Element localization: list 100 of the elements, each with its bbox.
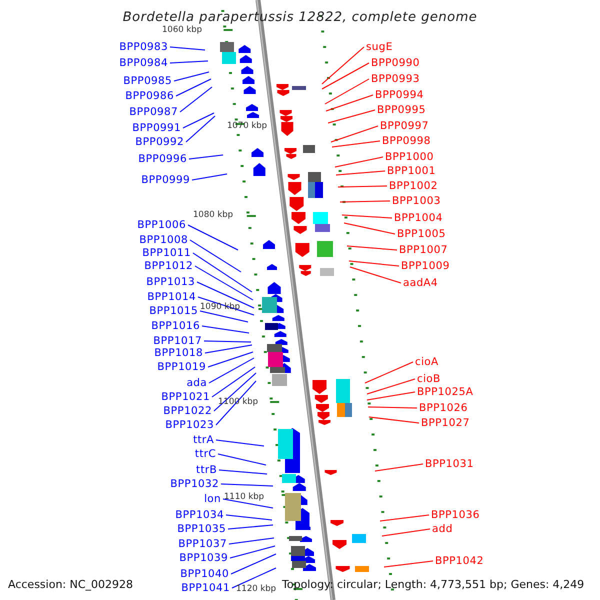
gene-label: BPP1027 [421, 417, 470, 429]
leader-line [226, 514, 272, 520]
leader-line [380, 514, 430, 522]
gene-label: aadA4 [403, 277, 438, 289]
leader-line [170, 60, 208, 64]
leader-line [322, 62, 370, 90]
gene-label: BPP1025A [417, 386, 474, 398]
leader-line [182, 112, 214, 128]
gene-label: BPP0986 [125, 90, 174, 102]
gene-label: BPP1002 [389, 180, 438, 192]
gene-label: BPP1039 [179, 552, 228, 564]
scale-label: 1120 kbp [236, 584, 276, 594]
gene-label: cioB [417, 373, 441, 385]
gene-label: BPP1032 [170, 478, 219, 490]
leader-line [350, 266, 402, 284]
gene-label: BPP1041 [181, 582, 230, 594]
title: Bordetella parapertussis 12822, complete genome [122, 10, 478, 25]
gene-label: BPP1016 [151, 320, 200, 332]
leader-line [186, 116, 216, 142]
leader-line [364, 362, 414, 384]
gene-label: BPP0983 [119, 41, 168, 53]
leader-line [368, 416, 420, 424]
gene-label: BPP0987 [129, 106, 178, 118]
leader-line [194, 266, 254, 300]
leader-line [192, 252, 252, 292]
gene-label: BPP1007 [399, 244, 448, 256]
gene-label: BPP1031 [425, 458, 474, 470]
gene-label: BPP1034 [175, 509, 224, 521]
leader-line [190, 240, 242, 272]
leader-line [218, 470, 268, 474]
scale-label: 1110 kbp [224, 492, 264, 502]
gene-label: BPP1008 [139, 234, 188, 246]
leader-line [334, 156, 384, 168]
leader-line [188, 224, 238, 250]
gene-label: BPP1015 [149, 305, 198, 317]
gene-label: BPP1018 [154, 347, 203, 359]
gene-label: BPP1036 [431, 509, 480, 521]
gene-label: BPP1026 [419, 402, 468, 414]
gene-label: BPP1003 [392, 195, 441, 207]
leader-line [222, 498, 274, 508]
gene-label: BPP1023 [165, 419, 214, 431]
leader-line [216, 440, 264, 446]
gene-label: BPP0992 [135, 136, 184, 148]
gene-label: BPP0996 [138, 153, 187, 165]
gene-label: BPP1035 [177, 523, 226, 535]
leader-line [330, 126, 378, 142]
footer-text: Topology: circular; Length: 4,773,551 bp; Genes: 4,249 [282, 578, 584, 591]
gene-label: BPP1040 [180, 568, 229, 580]
gene-label: add [432, 523, 453, 535]
leader-line [324, 78, 370, 104]
leader-line [204, 340, 252, 342]
scale-label: 1070 kbp [227, 121, 268, 131]
gene-label: BPP1012 [144, 260, 193, 272]
gene-label: sugE [366, 41, 393, 53]
leader-line [342, 214, 392, 218]
gene-label: BPP0993 [371, 73, 420, 85]
leader-line [216, 380, 256, 426]
leader-line [228, 538, 274, 544]
scale-label: 1080 kbp [193, 210, 234, 220]
gene-label: BPP1042 [435, 555, 484, 567]
leader-line [192, 174, 228, 180]
gene-label: BPP1017 [153, 335, 202, 347]
leader-line [344, 222, 396, 234]
leader-line [322, 46, 364, 84]
leader-line [208, 352, 254, 368]
footer-text: Accession: NC_002928 [8, 578, 134, 591]
gene-label: BPP0994 [375, 89, 424, 101]
leader-line [368, 406, 418, 408]
leader-line [204, 344, 252, 354]
leader-line [230, 554, 276, 574]
gene-label: BPP0998 [382, 135, 431, 147]
leader-line [174, 72, 210, 82]
gene-label: BPP1006 [137, 219, 186, 231]
gene-label: BPP1009 [401, 260, 450, 272]
leader-line [208, 358, 254, 384]
gene-label: BPP0985 [123, 75, 172, 87]
leader-line [332, 140, 380, 148]
gene-label: BPP0991 [132, 122, 181, 134]
leader-line [326, 94, 374, 112]
gene-label: ttrB [196, 464, 217, 476]
leader-line [232, 568, 276, 588]
leader-line [212, 366, 256, 398]
scale-label: 1060 kbp [162, 25, 202, 35]
gene-label: BPP0995 [377, 104, 426, 116]
leader-line [340, 200, 390, 202]
gene-label: BPP1021 [161, 391, 210, 403]
gene-label: BPP0984 [119, 57, 168, 69]
leader-line [200, 310, 248, 322]
gene-label: ttrA [193, 434, 214, 446]
leader-line [202, 326, 250, 334]
gene-label: BPP1011 [142, 247, 191, 259]
leader-line [176, 78, 212, 96]
leader-line [348, 260, 400, 266]
gene-label: BPP1022 [163, 405, 212, 417]
leader-line [198, 296, 254, 316]
gene-label: BPP1004 [394, 212, 443, 224]
gene-label: BPP1001 [387, 165, 436, 177]
leader-line [346, 246, 398, 250]
gene-label: ada [186, 377, 207, 389]
leader-line [214, 372, 256, 412]
